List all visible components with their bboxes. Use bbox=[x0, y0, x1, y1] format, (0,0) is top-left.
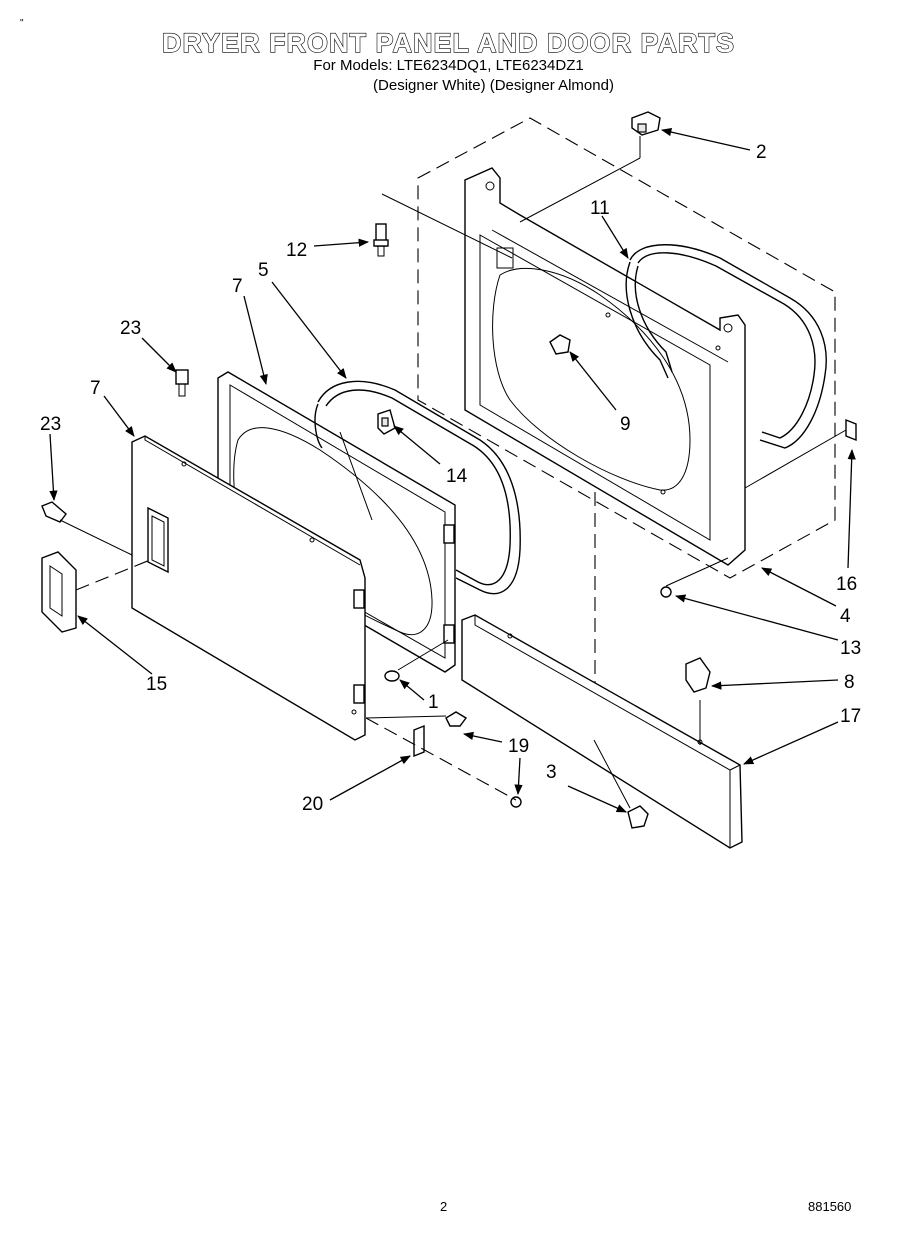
part-8-bracket bbox=[685, 657, 711, 693]
part-17-toe-panel bbox=[461, 614, 743, 849]
callout-arrows bbox=[49, 128, 856, 813]
callout-23-upper: 23 bbox=[120, 318, 141, 339]
callout-3: 3 bbox=[546, 762, 557, 783]
part-7-outer-door bbox=[131, 435, 366, 741]
callout-20: 20 bbox=[302, 794, 323, 815]
part-16-clip bbox=[845, 418, 857, 442]
models-line: For Models: LTE6234DQ1, LTE6234DZ1 bbox=[313, 57, 584, 74]
part-19-screw bbox=[445, 711, 468, 727]
part-23-screw-left bbox=[41, 501, 67, 523]
callout-9: 11 bbox=[590, 198, 610, 219]
part-2-switch bbox=[631, 111, 661, 136]
callout-2: 2 bbox=[756, 142, 767, 163]
part-1-bumper bbox=[384, 670, 400, 682]
part-15-handle bbox=[41, 551, 77, 633]
corner-mark: " bbox=[20, 18, 24, 29]
page-title: DRYER FRONT PANEL AND DOOR PARTS bbox=[161, 27, 735, 58]
part-20-nut bbox=[510, 796, 522, 808]
callout-13: 13 bbox=[840, 638, 861, 659]
callout-1: 1 bbox=[428, 692, 439, 713]
callout-19: 19 bbox=[508, 736, 529, 757]
assembly-lines bbox=[59, 136, 847, 809]
part-3-foot bbox=[627, 805, 649, 829]
callout-7: 7 bbox=[90, 378, 101, 399]
cabinet-outline bbox=[417, 117, 836, 690]
callout-23-left: 23 bbox=[40, 414, 61, 435]
part-12-screw bbox=[373, 223, 389, 257]
callout-16: 16 bbox=[836, 574, 857, 595]
part-13-screw bbox=[660, 586, 672, 598]
callout-11: 9 bbox=[620, 414, 631, 435]
part-23-screw-upper bbox=[175, 369, 189, 397]
callout-15: 15 bbox=[146, 674, 167, 695]
callout-labels: 2 11 12 7 5 23 7 23 9 14 16 4 13 8 15 1 … bbox=[40, 142, 861, 815]
callout-5: 5 bbox=[258, 260, 269, 281]
part-4-front-panel bbox=[464, 167, 746, 566]
part-11-catch bbox=[549, 334, 571, 355]
part-5-door-seal bbox=[314, 380, 521, 595]
callout-4: 4 bbox=[840, 606, 851, 627]
callout-8: 8 bbox=[844, 672, 855, 693]
callout-14: 14 bbox=[446, 466, 468, 487]
colors-line: (Designer White) (Designer Almond) bbox=[373, 77, 614, 94]
callout-12: 12 bbox=[286, 240, 307, 261]
part-14-latch bbox=[377, 409, 396, 435]
page-number: 2 bbox=[440, 1199, 448, 1214]
part-20-hinge bbox=[413, 724, 425, 758]
callout-6: 7 bbox=[232, 276, 243, 297]
part-9-panel-seal bbox=[625, 244, 827, 449]
callout-17: 17 bbox=[840, 706, 861, 727]
document-code: 881560 bbox=[808, 1199, 852, 1214]
